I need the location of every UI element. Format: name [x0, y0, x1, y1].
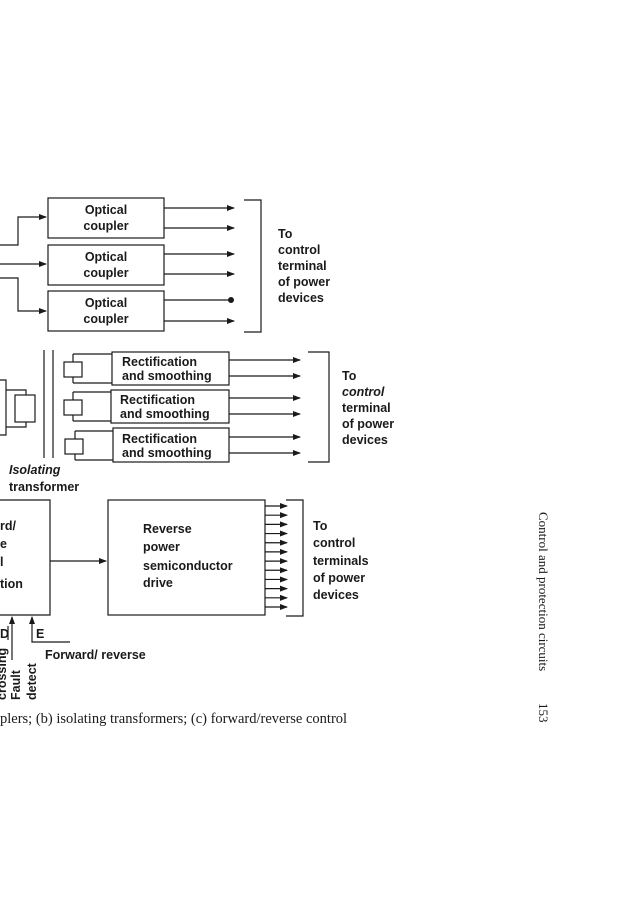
drive-label-line: drive [143, 576, 173, 590]
output-label-line: terminals [313, 554, 369, 568]
primary-winding [0, 379, 7, 436]
optical-coupler-block-3 [47, 290, 165, 332]
secondary-coil-icon [63, 361, 83, 378]
rectification-1-line2: and smoothing [122, 369, 212, 383]
rectification-3-line2: and smoothing [122, 446, 212, 460]
output-label-line: control [342, 385, 385, 399]
output-label-line: To [342, 369, 357, 383]
output-bracket [244, 199, 262, 333]
output-label-line: To [313, 519, 328, 533]
section-a-optical-couplers: Optical coupler Optical coupler Optical … [0, 197, 330, 333]
output-label-line: To [278, 227, 293, 241]
rectification-block-1 [111, 351, 230, 386]
output-label-line: devices [342, 433, 388, 447]
secondary-channel-1: Rectification and smoothing [63, 351, 230, 386]
transformer-label-line1: Isolating [9, 463, 61, 477]
left-block-fragment: tion [0, 577, 23, 591]
page-number: 153 [536, 703, 551, 723]
output-label-line: control [278, 243, 320, 257]
rectification-1-line1: Rectification [122, 355, 197, 369]
drive-label-line: semiconductor [143, 559, 233, 573]
input-label-d: D [0, 627, 9, 641]
fault-label: Fault [9, 669, 23, 700]
secondary-lead [72, 353, 112, 384]
drive-output-arrows [265, 503, 288, 610]
left-block-fragment: e [0, 537, 7, 551]
output-label-line: control [313, 536, 355, 550]
optical-coupler-1-line2: coupler [83, 219, 128, 233]
optical-coupler-3-line2: coupler [83, 312, 128, 326]
input-label-e: E [36, 627, 44, 641]
reverse-drive-block [107, 499, 266, 616]
left-block-fragment: l [0, 555, 3, 569]
input-line-1 [0, 214, 47, 246]
output-label-line: devices [278, 291, 324, 305]
rectification-block-2 [110, 389, 230, 424]
output-label-line: terminal [342, 401, 391, 415]
output-label-line: devices [313, 588, 359, 602]
output-label-line: of power [278, 275, 330, 289]
rectification-2-line1: Rectification [120, 393, 195, 407]
optical-coupler-1-line1: Optical [85, 203, 127, 217]
transformer-label-line2: transformer [9, 480, 79, 494]
output-terminal-dot [228, 297, 234, 303]
secondary-coil-icon [64, 438, 84, 455]
detect-label: detect [25, 662, 39, 700]
section-c-forward-reverse-control: rd/ e l tion Reverse power semiconductor… [0, 499, 369, 700]
optical-coupler-3-line1: Optical [85, 296, 127, 310]
crossing-label: crossing [0, 648, 9, 700]
drive-label-line: Reverse [143, 522, 192, 536]
rectification-block-3 [112, 427, 230, 463]
rectification-3-line1: Rectification [122, 432, 197, 446]
secondary-channel-3: Rectification and smoothing [64, 427, 230, 463]
section-b-isolating-transformers: Rectification and smoothing Rectificatio… [0, 350, 394, 494]
optical-coupler-block-1 [47, 197, 165, 239]
output-bracket [286, 499, 304, 617]
optical-coupler-2-line1: Optical [85, 250, 127, 264]
forward-reverse-label: Forward/ reverse [45, 648, 146, 662]
rectification-2-line2: and smoothing [120, 407, 210, 421]
optical-coupler-block-2 [47, 244, 165, 286]
secondary-lead [72, 391, 112, 422]
primary-coil-icon [14, 394, 36, 423]
forward-reverse-input-arrow [29, 616, 70, 643]
optical-coupler-2-line2: coupler [83, 266, 128, 280]
output-label-line: of power [342, 417, 394, 431]
input-line-3 [0, 277, 47, 314]
secondary-channel-2: Rectification and smoothing [63, 389, 230, 424]
output-label-line: terminal [278, 259, 327, 273]
drive-label-line: power [143, 540, 180, 554]
output-bracket [308, 351, 330, 463]
running-head: Control and protection circuits [536, 512, 551, 672]
secondary-lead [74, 430, 113, 461]
forward-reverse-block [0, 499, 51, 616]
left-block-fragment: rd/ [0, 519, 17, 533]
secondary-coil-icon [63, 399, 83, 416]
output-label-line: of power [313, 571, 365, 585]
figure-caption: plers; (b) isolating transformers; (c) f… [0, 711, 348, 727]
